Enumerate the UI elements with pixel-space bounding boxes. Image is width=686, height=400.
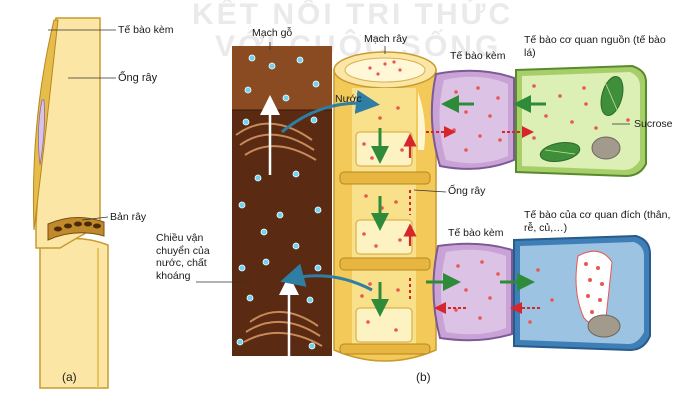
label-sieve-tube-a: Ống rây (118, 72, 158, 84)
label-companion-cell-bottom: Tế bào kèm (448, 227, 504, 239)
phloem-tube (333, 46, 447, 362)
panel-a-sieve-tube (32, 17, 116, 389)
xylem-vessel (232, 42, 332, 356)
label-sink-cell: Tế bào của cơ quan đích (thân, rễ, củ,…) (524, 209, 671, 234)
companion-cell-bottom (432, 242, 513, 342)
water-exchange-arrows (280, 90, 380, 292)
figure-tag-b: (b) (416, 370, 431, 384)
label-sucrose: Sucrose (634, 118, 673, 130)
label-water: Nước (335, 93, 362, 105)
watermark-line-1: KẾT NỐI TRI THỨC (192, 0, 514, 31)
label-sieve-plate-a: Bản rây (110, 211, 147, 223)
label-sieve-tube-b: Ống rây (448, 185, 486, 197)
transfer-arrows (426, 95, 546, 314)
sink-cell (513, 234, 651, 352)
figure-tag-a: (a) (62, 370, 77, 384)
label-companion-cell-a: Tế bào kèm (118, 24, 174, 36)
label-xylem: Mạch gỗ (252, 27, 293, 39)
label-source-cell: Tế bào cơ quan nguồn (tế bào lá) (524, 34, 666, 59)
label-transport-direction: Chiều vận chuyển của nước, chất khoáng (156, 232, 210, 282)
label-phloem: Mạch rây (364, 33, 408, 45)
companion-cell-top (430, 69, 515, 170)
source-leaf-cell (515, 64, 647, 178)
label-companion-cell-top: Tế bào kèm (450, 50, 506, 62)
